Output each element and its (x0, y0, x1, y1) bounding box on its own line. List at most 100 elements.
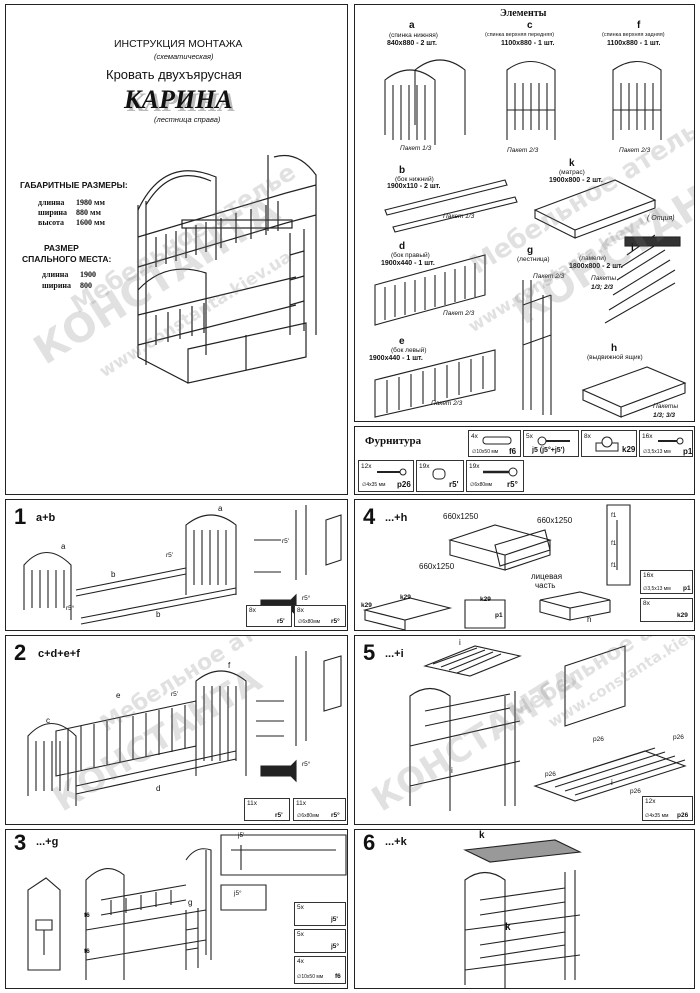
hw-p26-qty: 12x (361, 463, 372, 470)
step-1-panel: 1 a+b a a b b r5' r5' r5° r5° 8x r5' 8x … (5, 499, 348, 631)
step-3-hw-1-qty: 5x (297, 904, 304, 911)
hw-j5-code: j5 (j5°+j5') (532, 447, 565, 454)
step-4-label-k29-2: k29 (400, 594, 411, 601)
step-2-parts: c+d+e+f (38, 648, 80, 660)
elem-e-name: (бок левый) (391, 347, 427, 354)
step-6-label-k-1: k (479, 830, 485, 841)
hw-screw-p26: 12x ∅4х35 мм p26 (358, 460, 414, 492)
sleep-length-label: длинна (42, 270, 69, 279)
hw-r5p-qty: 19x (419, 463, 430, 470)
step-4-size-1: 660х1250 (443, 512, 479, 521)
step-3-hw-2-code: j5° (331, 943, 340, 950)
step-4-hw-1: 16x ∅3,5х13 мм p1 (640, 570, 693, 594)
step-2-label-r5p: r5' (171, 691, 179, 698)
elem-i-pack-1: Пакеты (591, 275, 617, 282)
step-3-hw-1: 5x j5' (294, 902, 346, 926)
step-4-hw-1-spec: ∅3,5х13 мм (643, 586, 671, 592)
hw-r5d-code: r5° (507, 480, 518, 489)
step-5-label-p26-4: p26 (630, 788, 641, 795)
step-4-size-2: 660х1250 (537, 516, 573, 525)
hw-p1-spec: ∅3,5х13 мм (643, 449, 671, 455)
step-1-label-a1: a (61, 542, 66, 551)
step-5-label-p26-2: p26 (673, 734, 684, 741)
elem-i-name: (ламели) (579, 255, 607, 262)
hw-bolt-r5-deg: 19x ∅6х80мм r5° (466, 460, 524, 492)
hw-p26-code: p26 (397, 480, 411, 489)
step-5-panel: 5 ...+i i i p26 p26 p26 p26 i 12x ∅4х35 … (354, 635, 695, 825)
step-5-hw-1-spec: ∅4х35 мм (645, 813, 669, 819)
step-2-hw-2-code: r5° (331, 812, 340, 819)
step-4-label-f1-3: f1 (611, 562, 617, 569)
sleep-width-value: 800 (80, 281, 92, 290)
step-4-number: 4 (363, 504, 376, 529)
elem-f-pack: Пакет 2/3 (619, 147, 651, 154)
step-1-hw-2-code: r5° (331, 618, 340, 625)
elem-k-note: ( Опция) (647, 215, 675, 222)
elem-e-pack: Пакет 2/3 (431, 400, 463, 407)
step-3-hw-3-code: f6 (335, 973, 341, 980)
step-2-label-e: e (116, 691, 121, 700)
step-6-number: 6 (363, 830, 376, 855)
dim-length-value: 1980 мм (76, 198, 105, 207)
elem-a-letter: a (409, 20, 415, 31)
step-4-drawing (362, 504, 631, 630)
elements-drawings (374, 59, 687, 418)
elem-h-letter: h (611, 343, 618, 354)
step-5-number: 5 (363, 640, 376, 665)
step-4-size-3: 660х1250 (419, 562, 455, 571)
step-5-label-i-2: i (451, 766, 453, 775)
elem-d-pack: Пакет 2/3 (443, 310, 475, 317)
elem-f-size: 1100х880 - 1 шт. (607, 40, 661, 47)
step-3-hw-3-qty: 4x (297, 958, 304, 965)
elem-b-pack: Пакет 1/3 (443, 213, 475, 220)
step-6-panel: 6 ...+k k k (354, 829, 695, 989)
step-3-drawing (27, 834, 347, 980)
step-2-hw-2-spec: ∅6х80мм (297, 813, 320, 819)
step-5-label-i-3: i (611, 778, 613, 787)
step-2-hw-2-qty: 11x (296, 800, 306, 807)
step-1-parts: a+b (36, 512, 56, 524)
elem-f-letter: f (637, 20, 641, 31)
hw-f6-spec: ∅10х50 мм (472, 449, 499, 455)
step-1-hw-1-qty: 8x (249, 607, 256, 614)
hw-p1-qty: 16x (642, 433, 653, 440)
elem-b-size: 1900х110 - 2 шт. (387, 183, 441, 190)
step-1-label-r5p-2: r5' (282, 538, 290, 545)
hw-f6-code: f6 (509, 447, 517, 456)
dim-width-label: ширина (38, 208, 68, 217)
step-1-label-r5d-2: r5° (302, 595, 311, 602)
step-6-label-k-2: k (505, 922, 511, 933)
step-2-label-r5d: r5° (302, 761, 311, 768)
elem-k-name: (матрас) (559, 169, 585, 176)
step-3-number: 3 (14, 830, 27, 855)
step-3-hw-3-spec: ∅10х50 мм (297, 974, 324, 980)
sleep-width-label: ширина (42, 281, 72, 290)
elements-title: Элементы (500, 8, 547, 19)
hw-k29-code: k29 (622, 445, 636, 454)
elem-c-name: (спинка верхняя передняя) (485, 32, 555, 38)
hw-j5-qty: 5x (526, 433, 533, 440)
step-4-label-f1-2: f1 (611, 540, 617, 547)
hw-k29-qty: 8x (584, 433, 591, 440)
step-4-hw-1-code: p1 (683, 585, 691, 592)
elem-g-name: (лестница) (517, 256, 550, 263)
step-3-label-g: g (188, 898, 193, 907)
dim-height-value: 1600 мм (76, 218, 105, 227)
cover-panel: ИНСТРУКЦИЯ МОНТАЖА (схематическая) Крова… (5, 4, 348, 495)
hw-p1-code: p1 (683, 447, 693, 456)
step-3-label-j5p: j5' (238, 832, 245, 839)
step-5-hw-1-code: p26 (677, 812, 689, 819)
elem-e-size: 1900х440 - 1 шт. (369, 355, 423, 362)
hw-roller-k29: 8x k29 (581, 430, 637, 457)
step-2-hw-1-code: r5' (275, 812, 283, 819)
elem-g-letter: g (527, 245, 534, 256)
hw-f6-qty: 4x (471, 433, 478, 440)
step-4-label-p1: p1 (495, 612, 503, 619)
step-3-hw-1-code: j5' (331, 916, 338, 923)
step-2-panel: 2 c+d+e+f c e f d r5' r5° 11x r5' 11x ∅6… (5, 635, 348, 825)
elem-e-letter: e (399, 336, 405, 347)
step-6-parts: ...+k (385, 836, 407, 848)
step-4-panel: 4 ...+h 660х1250 660х1250 660х1250 лицев… (354, 499, 695, 631)
step-2-hw-1-qty: 11x (247, 800, 257, 807)
step-3-hw-2-qty: 5x (297, 931, 304, 938)
